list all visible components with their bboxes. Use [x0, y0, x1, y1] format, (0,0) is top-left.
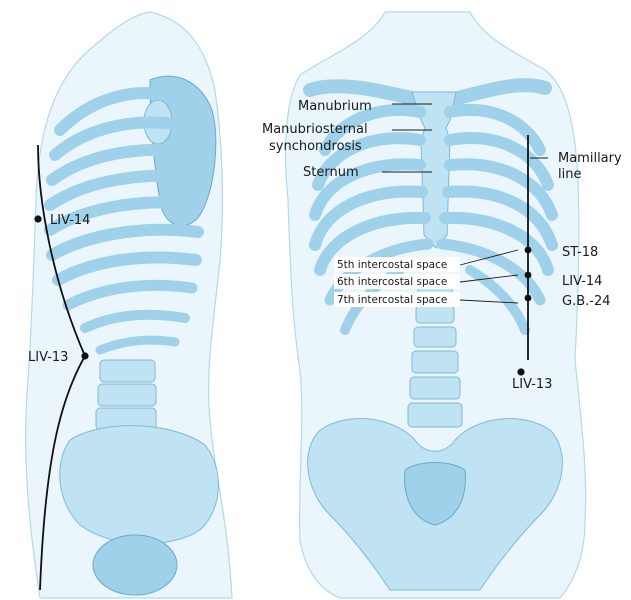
- front-view-figure: Manubrium Manubriosternal synchondrosis …: [262, 12, 622, 598]
- label-mamillary-line2: line: [558, 167, 581, 182]
- label-manubrium: Manubrium: [298, 99, 372, 114]
- side-pelvis: [60, 426, 219, 544]
- label-liv13: LIV-13: [512, 377, 552, 392]
- label-5th-ics: 5th intercostal space: [337, 259, 447, 271]
- side-label-liv14: LIV-14: [50, 213, 90, 228]
- side-view-figure: LIV-14 LIV-13: [26, 12, 232, 598]
- label-sternum: Sternum: [303, 165, 359, 180]
- label-7th-ics: 7th intercostal space: [337, 294, 447, 306]
- side-point-liv13: [81, 352, 88, 359]
- point-liv14: [525, 272, 532, 279]
- label-st18: ST-18: [562, 245, 598, 260]
- point-liv13: [517, 368, 524, 375]
- point-st18: [525, 247, 532, 254]
- side-spine: [96, 360, 156, 430]
- label-manubriosternal-line2: synchondrosis: [269, 139, 362, 154]
- side-point-liv14: [34, 215, 41, 222]
- point-gb24: [525, 295, 532, 302]
- label-mamillary-line1: Mamillary: [558, 151, 622, 166]
- femoral-head: [93, 535, 177, 595]
- side-label-liv13: LIV-13: [28, 350, 68, 365]
- label-gb24: G.B.-24: [562, 294, 611, 309]
- label-liv14: LIV-14: [562, 274, 602, 289]
- label-manubriosternal-line1: Manubriosternal: [262, 122, 368, 137]
- label-6th-ics: 6th intercostal space: [337, 276, 447, 288]
